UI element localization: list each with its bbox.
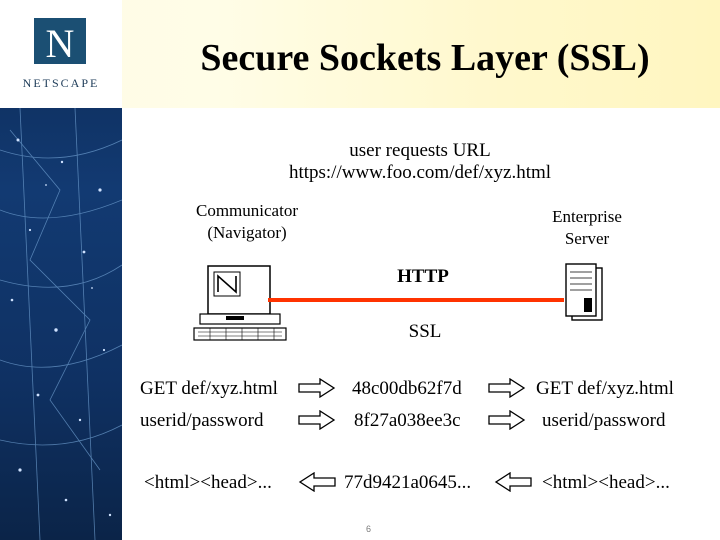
row-3-arrow-left-icon [298, 472, 336, 492]
http-label: HTTP [397, 266, 449, 287]
star-map-decoration [0, 107, 122, 540]
request-caption: user requests URL https://www.foo.com/de… [220, 140, 620, 184]
row-3-right: <html><head>... [542, 472, 670, 493]
request-url: https://www.foo.com/def/xyz.html [288, 162, 552, 183]
server-tower-icon [565, 263, 603, 321]
page-number: 6 [366, 524, 372, 534]
row-3-middle: 77d9421a0645... [344, 472, 472, 493]
row-1-middle: 48c00db62f7d [352, 378, 462, 399]
connection-line [268, 298, 564, 302]
row-1-arrow-right-2-icon [488, 378, 526, 398]
client-label-line-2: (Navigator) [207, 223, 287, 242]
client-label: Communicator (Navigator) [180, 200, 314, 244]
row-3-arrow-left-2-icon [494, 472, 532, 492]
request-line-1: user requests URL [349, 140, 491, 161]
row-2-arrow-right-2-icon [488, 410, 526, 430]
row-1-left: GET def/xyz.html [140, 378, 278, 399]
row-2-right: userid/password [542, 410, 666, 431]
row-2-left: userid/password [140, 410, 264, 431]
row-1-arrow-right-icon [298, 378, 336, 398]
row-2-arrow-right-icon [298, 410, 336, 430]
client-label-line-1: Communicator [196, 201, 298, 220]
netscape-n-icon: N [34, 18, 86, 66]
netscape-logo: N NETSCAPE [0, 0, 122, 108]
row-3-left: <html><head>... [144, 472, 272, 493]
row-1-right: GET def/xyz.html [536, 378, 674, 399]
row-2-middle: 8f27a038ee3c [354, 410, 461, 431]
server-label-line-2: Server [564, 229, 610, 248]
logo-letter: N [45, 21, 75, 66]
server-label: Enterprise Server [540, 206, 634, 250]
slide-title: Secure Sockets Layer (SSL) [200, 37, 650, 79]
client-n-icon [216, 270, 242, 294]
ssl-label: SSL [408, 321, 442, 342]
client-computer-icon [193, 265, 287, 341]
logo-wordmark: NETSCAPE [22, 76, 100, 90]
server-label-line-1: Enterprise [552, 207, 622, 226]
